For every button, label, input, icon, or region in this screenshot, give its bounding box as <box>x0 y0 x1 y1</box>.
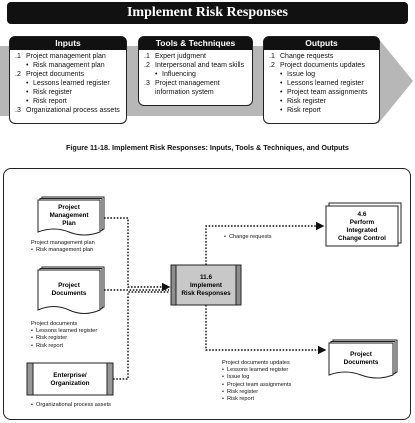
inputs-item: .3 Organizational process assets <box>15 106 122 115</box>
change-requests-label: Change requests <box>224 234 272 241</box>
page-title: Implement Risk Responses <box>7 2 408 24</box>
updates-label-block: Project documents updates Lessons learne… <box>222 360 291 403</box>
figure-caption: Figure 11-18. Implement Risk Responses: … <box>66 143 349 152</box>
pmp-doc-line2: Management <box>49 212 89 219</box>
process-box-11-6: 11.6 Implement Risk Responses <box>170 264 242 306</box>
outputs-item-text: Project documents updates <box>280 62 365 69</box>
process-to-pic-arrow <box>205 221 325 265</box>
pd-item: Risk report <box>31 343 97 350</box>
pic-line3: Integrated <box>347 227 378 234</box>
change-requests-label-block: Change requests <box>224 234 272 241</box>
inputs-sub-item: Lessons learned register <box>15 79 122 88</box>
pmp-item: Risk management plan <box>31 247 95 254</box>
inputs-sub-item: Risk report <box>15 97 122 106</box>
ent-line1: Enterprise/ <box>53 372 87 379</box>
inputs-list: .1 Project management planRisk management… <box>10 50 126 115</box>
project-documents-output-doc: Project Documents <box>328 339 398 379</box>
data-flow-diagram-frame <box>3 168 411 420</box>
project-documents-input-doc: Project Documents <box>37 266 105 314</box>
outputs-sub-item: Lessons learned register <box>269 79 375 88</box>
updates-item: Project team assignments <box>222 382 291 389</box>
ent-label-block: Organizational process assets <box>31 402 111 409</box>
process-to-documents-arrow <box>205 305 327 355</box>
connector-lines <box>104 217 327 380</box>
outputs-sub-item: Project team assignments <box>269 88 375 97</box>
pmp-label-block: Project management plan Risk management … <box>31 240 95 254</box>
inputs-item-number: .3 <box>15 107 21 114</box>
inputs-item-number: .2 <box>15 71 21 78</box>
enterprise-organization-box: Enterprise/ Organization <box>26 362 114 396</box>
pd-item: Risk register <box>31 335 97 342</box>
pmp-doc-line1: Project <box>58 204 81 211</box>
outputs-item: .2 Project documents updates <box>269 61 375 70</box>
ent-line2: Organization <box>50 380 89 387</box>
tools-item-text: Interpersonal and team skills <box>155 62 245 69</box>
process-number: 11.6 <box>200 274 213 281</box>
outputs-item: .1 Change requests <box>269 52 375 61</box>
ent-item: Organizational process assets <box>31 402 111 409</box>
updates-item: Risk register <box>222 389 291 396</box>
tools-item-number: .3 <box>144 80 150 87</box>
outputs-box: Outputs .1 Change requests .2 Project docum… <box>263 36 380 124</box>
inputs-header: Inputs <box>10 37 126 50</box>
inputs-item-text: Project management plan <box>26 53 106 60</box>
inputs-item-number: .1 <box>15 53 21 60</box>
inputs-box: Inputs .1 Project management planRisk man… <box>9 36 127 124</box>
tools-item: .3 Project management <box>144 79 248 88</box>
enterprise-to-process-line <box>113 291 169 380</box>
tools-item-continuation: information system <box>155 89 214 96</box>
pic-line4: Change Control <box>338 235 386 242</box>
tools-item-text: Project management <box>155 80 220 87</box>
project-management-plan-doc: Project Management Plan <box>37 196 105 236</box>
tools-header: Tools & Techniques <box>139 37 252 50</box>
inputs-item: .1 Project management plan <box>15 52 122 61</box>
inputs-sub-item: Risk management plan <box>15 61 122 70</box>
out-doc-line1: Project <box>350 351 373 358</box>
tools-sub-item: Influencing <box>144 70 248 79</box>
inputs-item: .2 Project documents <box>15 70 122 79</box>
pic-number: 4.6 <box>358 211 367 218</box>
pmp-label: Project management plan <box>31 240 95 246</box>
pd-doc-line2: Documents <box>52 290 87 297</box>
outputs-sub-item: Risk report <box>269 106 375 115</box>
updates-item: Lessons learned register <box>222 367 291 374</box>
pmp-doc-line3: Plan <box>62 220 76 227</box>
pd-label-block: Project documents Lessons learned regist… <box>31 321 97 350</box>
pd-label: Project documents <box>31 321 78 327</box>
inputs-sub-item: Risk register <box>15 88 122 97</box>
updates-item: Risk report <box>222 396 291 403</box>
inputs-item-text: Project documents <box>26 71 84 78</box>
pic-line2: Perform <box>350 219 375 226</box>
out-doc-line2: Documents <box>344 359 379 366</box>
tools-item: .1 Expert judgment <box>144 52 248 61</box>
updates-item: Issue log <box>222 374 291 381</box>
outputs-sub-item: Issue log <box>269 70 375 79</box>
outputs-list: .1 Change requests .2 Project documents upd… <box>264 50 379 115</box>
process-line3: Risk Responses <box>181 290 231 297</box>
outputs-item-number: .2 <box>269 62 275 69</box>
pmp-to-process-arrow <box>104 217 171 292</box>
tools-list: .1 Expert judgment .2 Interpersonal and tea… <box>139 50 252 97</box>
tools-item-text: Expert judgment <box>155 53 206 60</box>
tools-item-number: .1 <box>144 53 150 60</box>
outputs-item-text: Change requests <box>280 53 334 60</box>
outputs-header: Outputs <box>264 37 379 50</box>
perform-integrated-change-control-box: 4.6 Perform Integrated Change Control <box>325 202 402 247</box>
tools-item-number: .2 <box>144 62 150 69</box>
outputs-item-number: .1 <box>269 53 275 60</box>
outputs-sub-item: Risk register <box>269 97 375 106</box>
process-line2: Implement <box>190 282 223 289</box>
pd-item: Lessons learned register <box>31 328 97 335</box>
pd-doc-line1: Project <box>58 282 81 289</box>
updates-label: Project documents updates <box>222 360 290 366</box>
inputs-item-text: Organizational process assets <box>26 107 120 114</box>
tools-item: .2 Interpersonal and team skills <box>144 61 248 70</box>
